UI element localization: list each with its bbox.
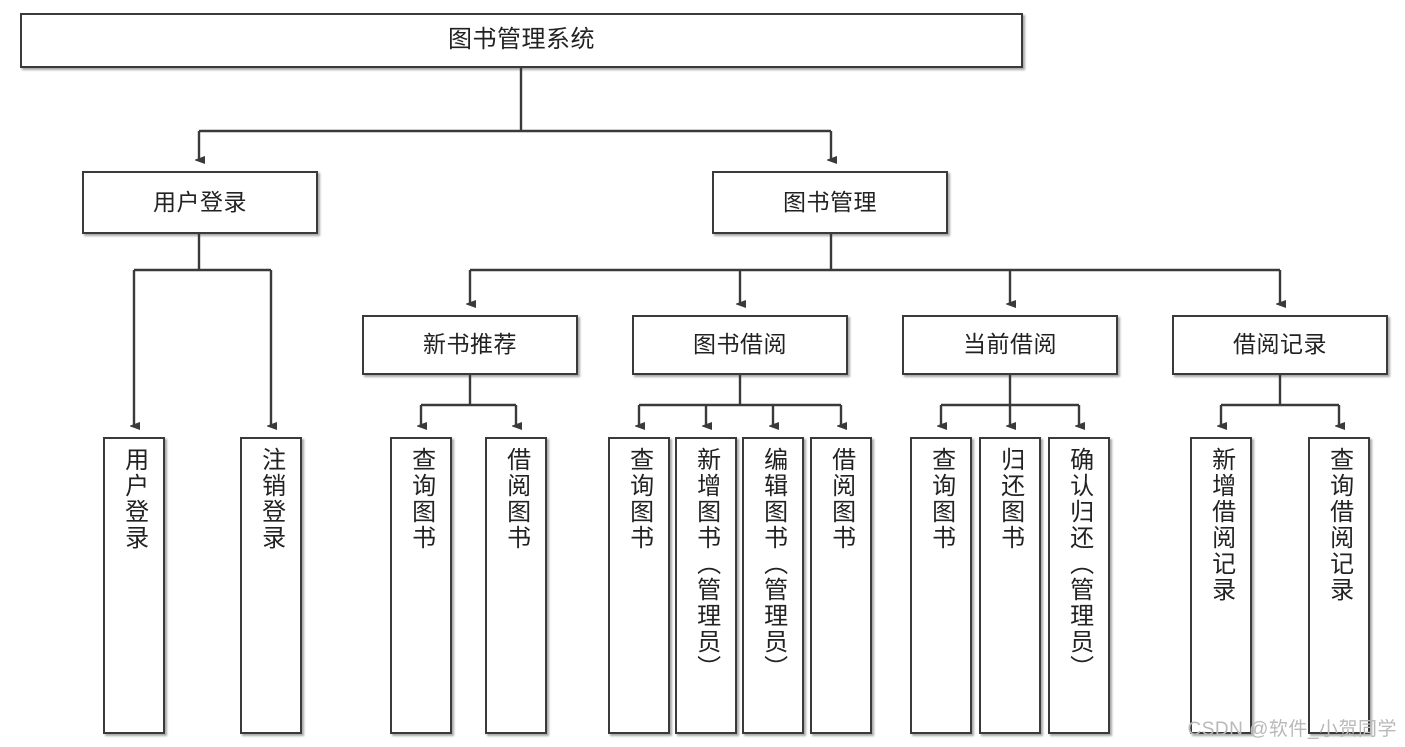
node-root-book-management-system[interactable]: 图书管理系统: [20, 13, 1023, 68]
node-leaf-add-book-admin[interactable]: 新增图书（管理员）: [675, 437, 737, 734]
node-label: 查询图书: [407, 447, 435, 551]
node-label: 图书管理: [783, 188, 877, 215]
node-leaf-borrow-book-recommend[interactable]: 借阅图书: [485, 437, 547, 734]
node-label: 当前借阅: [963, 331, 1057, 358]
node-leaf-return-book[interactable]: 归还图书: [979, 437, 1041, 734]
node-new-book-recommend[interactable]: 新书推荐: [362, 315, 578, 375]
node-current-borrow[interactable]: 当前借阅: [902, 315, 1118, 375]
node-leaf-query-book-current[interactable]: 查询图书: [910, 437, 972, 734]
node-leaf-edit-book-admin[interactable]: 编辑图书（管理员）: [742, 437, 804, 734]
watermark-text: CSDN @软件_小贺同学: [1187, 719, 1397, 740]
node-label: 注销登录: [257, 447, 285, 551]
node-label: 借阅记录: [1233, 331, 1327, 358]
node-label: 编辑图书（管理员）: [759, 447, 787, 681]
node-label: 新增借阅记录: [1207, 447, 1235, 603]
node-label: 归还图书: [996, 447, 1024, 551]
node-leaf-logout[interactable]: 注销登录: [240, 437, 302, 734]
node-leaf-borrow-book[interactable]: 借阅图书: [810, 437, 872, 734]
node-leaf-query-borrow-record[interactable]: 查询借阅记录: [1308, 437, 1370, 734]
node-label: 确认归还（管理员）: [1065, 447, 1093, 681]
node-book-borrow[interactable]: 图书借阅: [632, 315, 848, 375]
node-leaf-query-book-borrow[interactable]: 查询图书: [608, 437, 670, 734]
node-label: 图书借阅: [693, 331, 787, 358]
node-label: 新书推荐: [423, 331, 517, 358]
node-label: 新增图书（管理员）: [692, 447, 720, 681]
node-borrow-record[interactable]: 借阅记录: [1172, 315, 1388, 375]
node-label: 用户登录: [153, 188, 247, 215]
node-label: 借阅图书: [827, 447, 855, 551]
node-label: 借阅图书: [502, 447, 530, 551]
node-leaf-query-book-recommend[interactable]: 查询图书: [390, 437, 452, 734]
node-label: 用户登录: [120, 447, 148, 551]
node-label: 图书管理系统: [448, 26, 595, 54]
node-leaf-add-borrow-record[interactable]: 新增借阅记录: [1190, 437, 1252, 734]
node-leaf-user-login[interactable]: 用户登录: [103, 437, 165, 734]
node-label: 查询图书: [927, 447, 955, 551]
node-book-management[interactable]: 图书管理: [712, 171, 948, 234]
node-label: 查询借阅记录: [1325, 447, 1353, 603]
node-user-login[interactable]: 用户登录: [82, 171, 318, 234]
node-label: 查询图书: [625, 447, 653, 551]
node-leaf-confirm-return-admin[interactable]: 确认归还（管理员）: [1048, 437, 1110, 734]
